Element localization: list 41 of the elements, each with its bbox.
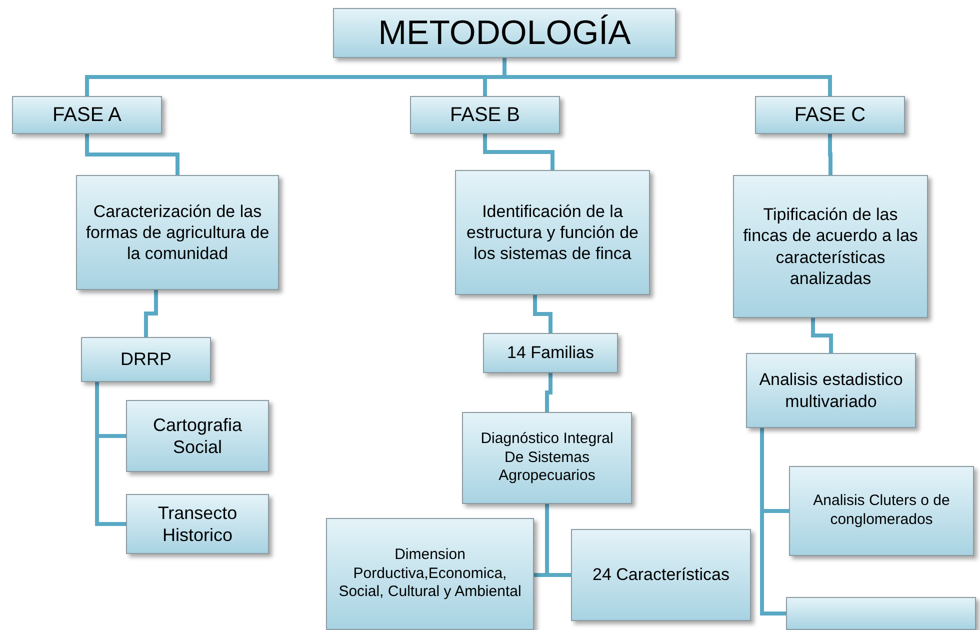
process-box: [326, 518, 534, 630]
process-box: [76, 175, 279, 290]
connector-line: [828, 134, 832, 175]
process-box: [483, 333, 618, 373]
connector-line: [483, 134, 554, 170]
empty-box: [786, 597, 976, 630]
connector-line: [811, 318, 833, 353]
node-label: Analisis Cluters o de conglomerados: [812, 492, 951, 530]
process-box: [126, 400, 269, 472]
process-box: [126, 494, 269, 554]
node-label: Caracterización de las formas de agricultura de la comunidad: [85, 200, 270, 264]
node-label: FASE B: [450, 102, 520, 128]
node-label: DRRP: [120, 348, 172, 371]
process-box: [755, 96, 905, 134]
process-box: [81, 337, 211, 382]
process-box: [571, 529, 751, 621]
process-box: [746, 353, 916, 428]
node-label: METODOLOGÍA: [378, 12, 631, 54]
node-label: Dimension Porductiva,Economica, Social, Cultural y Ambiental: [338, 546, 522, 602]
process-box: [733, 175, 928, 318]
node-label: FASE C: [794, 102, 866, 128]
process-box: [12, 96, 162, 134]
process-box: [462, 412, 632, 504]
node-label: Cartografia Social: [152, 414, 244, 458]
node-label: Transecto Historico: [156, 502, 238, 546]
node-label: Tipificación de las fincas de acuerdo a las características analizadas: [742, 204, 919, 289]
title-box: [333, 8, 676, 58]
node-label: 14 Familias: [507, 342, 594, 364]
connector-line: [85, 134, 180, 175]
node-label: Analisis estadistico multivariado: [758, 369, 904, 412]
connector-line: [144, 290, 158, 337]
process-box: [410, 96, 560, 134]
node-label: Diagnóstico Integral De Sistemas Agropecuarios: [480, 430, 614, 486]
process-box: [455, 170, 650, 295]
connector-line: [502, 58, 832, 96]
connector-line: [533, 295, 552, 333]
process-box: [789, 466, 974, 556]
node-label: FASE A: [52, 102, 122, 128]
node-label: Identificación de la estructura y función de los sistemas de finca: [466, 200, 640, 264]
node-label: 24 Características: [592, 564, 730, 586]
connector-line: [545, 373, 552, 412]
